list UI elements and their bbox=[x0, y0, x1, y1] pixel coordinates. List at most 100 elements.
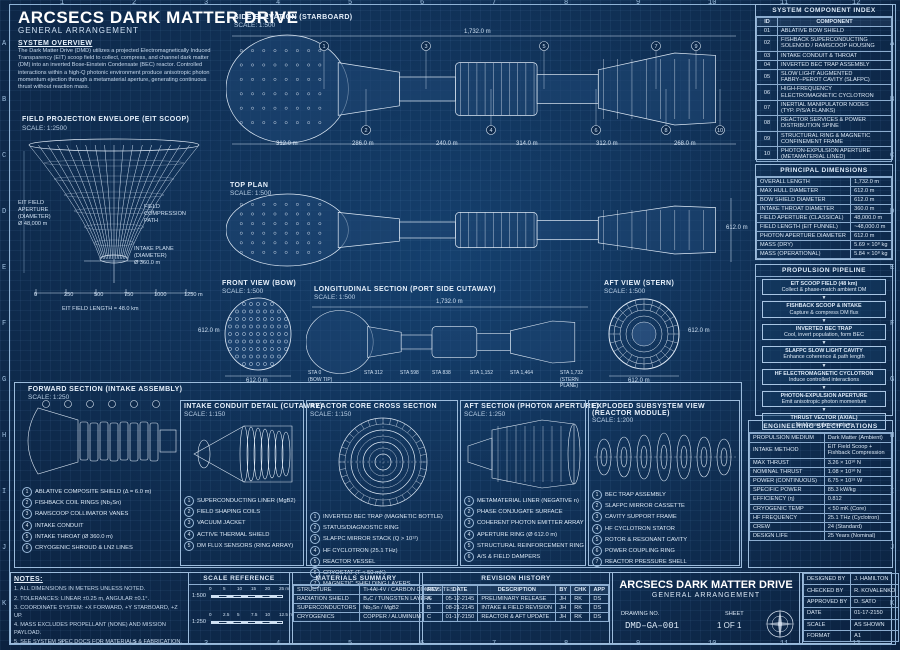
revision-header: DESCRIPTION bbox=[477, 585, 557, 595]
exploded-legend-number: 3 bbox=[592, 512, 602, 523]
eit-field-length: EIT FIELD LENGTH = 48.0 km bbox=[62, 306, 139, 312]
exploded-legend-number: 4 bbox=[592, 523, 602, 534]
core-legend-number: 5 bbox=[310, 556, 320, 567]
revision-cell: PRELIMINARY RELEASE bbox=[477, 594, 557, 604]
aft-view-height: 612.0 m bbox=[688, 328, 710, 334]
revision-header: DATE bbox=[441, 585, 479, 595]
aft-view-title: AFT VIEW (STERN) bbox=[604, 280, 675, 287]
pipeline-arrow-icon: ▼ bbox=[821, 295, 827, 302]
index-header-id: ID bbox=[756, 17, 778, 27]
grid-row-G: G bbox=[2, 376, 7, 384]
revision-cell: INTAKE & FIELD REVISION bbox=[477, 603, 557, 613]
aft-view-drawing bbox=[608, 298, 680, 377]
front-view-title: FRONT VIEW (BOW) bbox=[222, 280, 297, 287]
revision-cell: JH bbox=[555, 612, 572, 622]
aftsec-legend-number: 5 bbox=[464, 540, 474, 551]
index-cell: 07 bbox=[756, 99, 778, 117]
title-block-title: ARCSECS DARK MATTER DRIVE bbox=[619, 579, 793, 591]
reactor-core-box bbox=[306, 400, 458, 566]
grid-col-10: 10 bbox=[708, 0, 717, 7]
core-legend-text: HF CYCLOTRON (25.1 THz) bbox=[323, 547, 398, 554]
exploded-legend-text: ROTOR & RESONANT CAVITY bbox=[605, 536, 688, 543]
pipeline-steps: EIT SCOOP FIELD (48 km)Collect & phase-m… bbox=[756, 277, 892, 432]
specs-cell: 85.3 kW/kg bbox=[823, 485, 893, 496]
dims-cell: 48,000.0 m bbox=[850, 213, 892, 223]
eit-scoop-scale: SCALE: 1:2500 bbox=[22, 125, 67, 132]
forward-section-scale: SCALE: 1:250 bbox=[28, 394, 70, 401]
callout-7: 7 bbox=[654, 44, 657, 50]
front-view-height: 612.0 m bbox=[198, 328, 220, 334]
index-cell: INTAKE CONDUIT & THROAT bbox=[777, 50, 892, 61]
scale-bar bbox=[211, 621, 283, 624]
scale-tick: 0 bbox=[209, 586, 212, 591]
reactor-core-drawing bbox=[338, 417, 428, 507]
grid-col-1: 1 bbox=[60, 0, 65, 7]
side-elevation-length: 1,732.0 m bbox=[464, 29, 491, 35]
specs-cell: SPECIFIC POWER bbox=[749, 485, 825, 496]
revision-cell: RK bbox=[570, 603, 591, 613]
callout-6: 6 bbox=[594, 128, 597, 134]
forward-legend-text: RAMSCOOP COLLIMATOR VANES bbox=[35, 511, 129, 518]
revision-cell: RK bbox=[570, 594, 591, 604]
specs-cell: EFFICIENCY (η) bbox=[749, 494, 825, 505]
revision-cell: JH bbox=[555, 603, 572, 613]
forward-legend-number: 6 bbox=[22, 542, 32, 553]
aftsec-legend-number: 3 bbox=[464, 518, 474, 529]
index-cell: 10 bbox=[756, 146, 778, 163]
grid-col-5: 5 bbox=[348, 640, 353, 648]
note-item: 4. MASS EXCLUDES PROPELLANT (NONE) AND M… bbox=[14, 622, 166, 636]
intake-legend-number: 2 bbox=[184, 507, 194, 518]
intake-detail-title: INTAKE CONDUIT DETAIL (CUTAWAY) bbox=[184, 403, 323, 410]
signoff-cell: DESIGNED BY bbox=[802, 572, 852, 586]
pipeline-arrow-icon: ▼ bbox=[821, 317, 827, 324]
materials-cell: CRYOGENICS bbox=[292, 612, 361, 622]
intake-detail-box bbox=[180, 400, 304, 566]
aftsec-legend-text: STRUCTURAL REINFORCEMENT RING bbox=[477, 542, 584, 549]
grid-row-C: C bbox=[2, 152, 7, 160]
callout-1: 1 bbox=[322, 44, 325, 50]
scale-label: 1:500 bbox=[192, 593, 206, 599]
specs-cell: NOMINAL THRUST bbox=[749, 466, 825, 478]
exploded-legend-number: 2 bbox=[592, 501, 602, 512]
aftsec-legend-number: 1 bbox=[464, 496, 474, 506]
sheet-label: SHEET bbox=[725, 611, 744, 617]
index-cell: PHOTON-EXPULSION APERTURE (METAMATERIAL … bbox=[777, 146, 892, 163]
pipeline-arrow-icon: ▼ bbox=[821, 362, 827, 369]
dims-cell: MAX HULL DIAMETER bbox=[755, 186, 852, 196]
scale-ref-title: SCALE REFERENCE bbox=[189, 573, 289, 585]
revision-cell: 05-12-2145 bbox=[441, 594, 479, 604]
side-elevation-title: SIDE ELEVATION (STARBOARD) bbox=[234, 14, 353, 21]
station-6: STA 1,732 (STERN PLANE) bbox=[560, 370, 583, 389]
specs-cell: MAX THRUST bbox=[749, 457, 825, 468]
index-cell: 08 bbox=[756, 115, 778, 132]
intake-legend-text: ACTIVE THERMAL SHIELD bbox=[197, 531, 270, 538]
revision-cell: DS bbox=[589, 594, 609, 604]
signoff-cell: J. HAMILTON bbox=[850, 572, 900, 586]
specs-cell: EIT Field Scoop + Fishback Compression bbox=[823, 442, 893, 459]
forward-legend-number: 3 bbox=[22, 509, 32, 520]
